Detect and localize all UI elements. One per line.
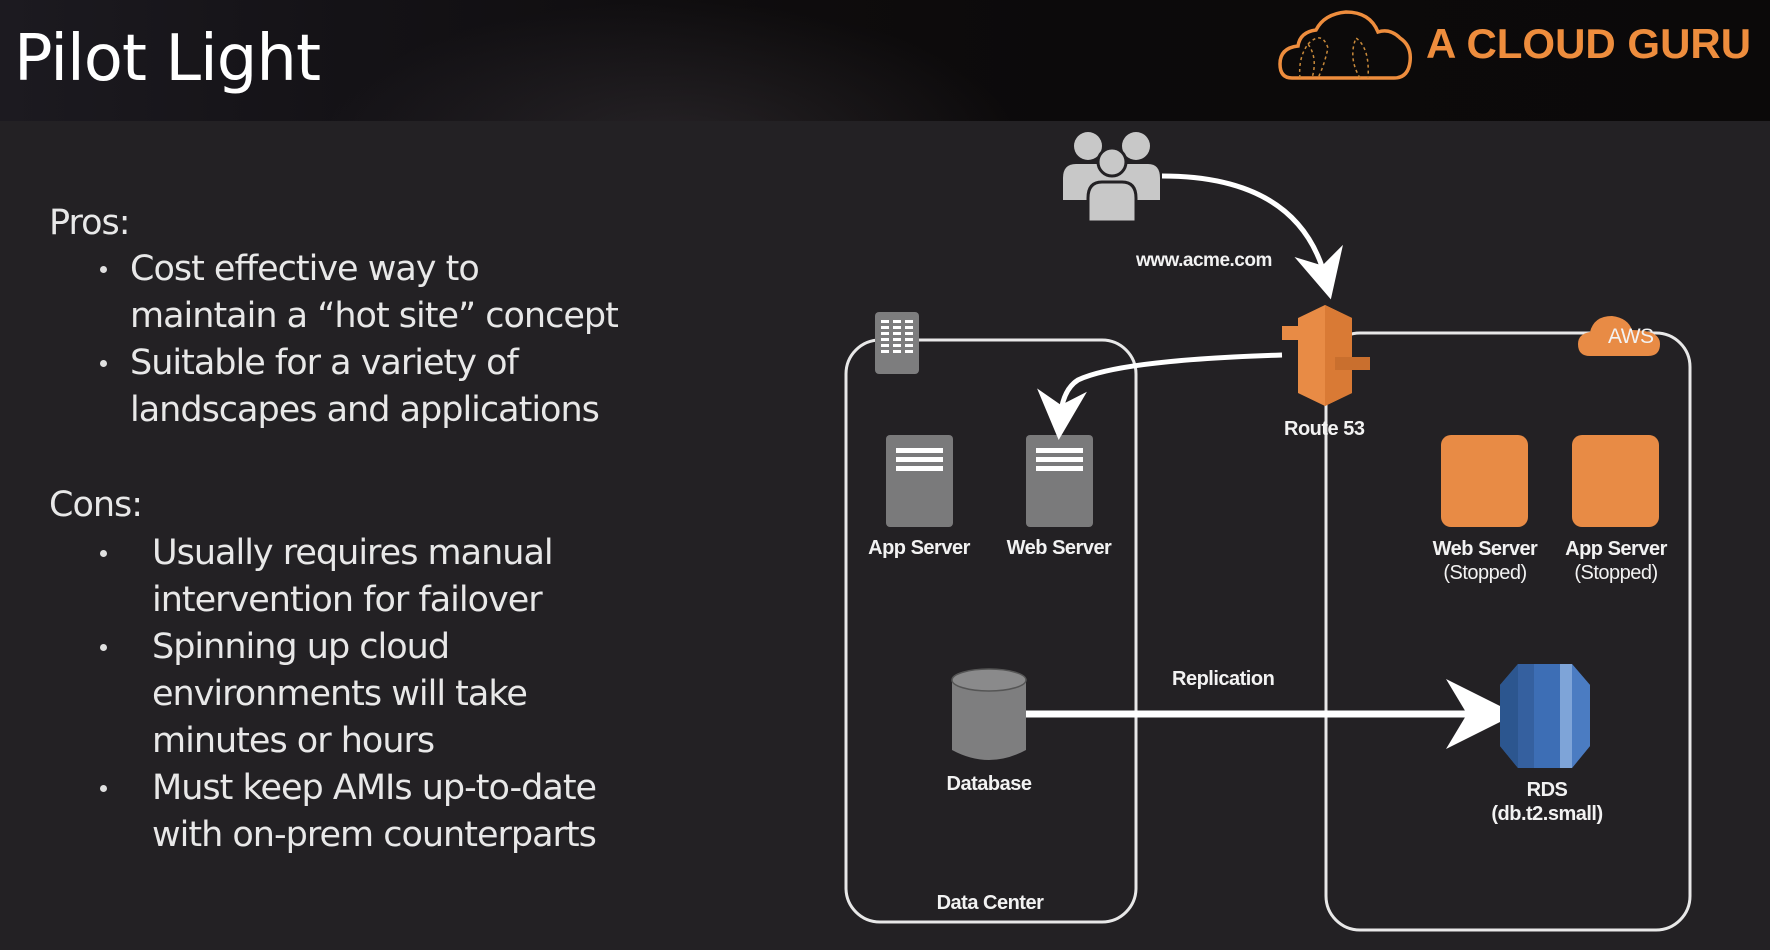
aws-web-server-label: Web Server (Stopped) — [1432, 538, 1538, 584]
slide-header — [0, 0, 1770, 121]
web-server-label: Web Server — [1006, 537, 1112, 559]
building-icon — [875, 312, 919, 374]
app-server-label: App Server — [868, 537, 970, 559]
bullet-dot — [100, 550, 107, 557]
data-center-boundary — [844, 338, 1138, 924]
database-icon — [951, 668, 1027, 760]
pros-heading: Pros: — [49, 203, 131, 243]
failover-arrow — [1037, 352, 1283, 440]
cons-heading: Cons: — [49, 485, 143, 525]
bullet-dot — [100, 644, 107, 651]
bullet-dot — [100, 360, 107, 367]
cons-item: Spinning up cloud environments will take… — [100, 624, 528, 765]
server-icon — [1026, 435, 1093, 527]
dns-arrow — [1161, 173, 1343, 300]
bullet-dot — [100, 785, 107, 792]
ec2-app-server-icon — [1572, 435, 1659, 527]
rds-icon — [1500, 664, 1590, 768]
cloud-icon — [1278, 10, 1413, 80]
replication-label: Replication — [1172, 668, 1275, 690]
route53-icon — [1282, 305, 1370, 406]
route53-label: Route 53 — [1284, 418, 1365, 440]
aws-cloud-icon — [1578, 316, 1660, 356]
aws-app-server-label: App Server (Stopped) — [1565, 538, 1667, 584]
server-icon — [886, 435, 953, 527]
brand-name: A CLOUD GURU — [1426, 20, 1752, 67]
aws-boundary — [1324, 331, 1692, 932]
cons-item: Must keep AMIs up-to-date with on-prem c… — [100, 765, 597, 859]
data-center-label: Data Center — [936, 892, 1044, 914]
rds-label: RDS (db.t2.small) — [1491, 779, 1603, 825]
slide-title: Pilot Light — [14, 22, 321, 96]
url-label: www.acme.com — [1136, 250, 1272, 271]
pros-item: Cost effective way to maintain a “hot si… — [100, 246, 619, 340]
cons-item: Usually requires manual intervention for… — [100, 530, 554, 624]
ec2-web-server-icon — [1441, 435, 1528, 527]
users-icon — [1063, 132, 1160, 224]
aws-badge: AWS — [1608, 325, 1654, 348]
pros-item: Suitable for a variety of landscapes and… — [100, 340, 600, 434]
bullet-dot — [100, 266, 107, 273]
database-label: Database — [946, 773, 1032, 795]
